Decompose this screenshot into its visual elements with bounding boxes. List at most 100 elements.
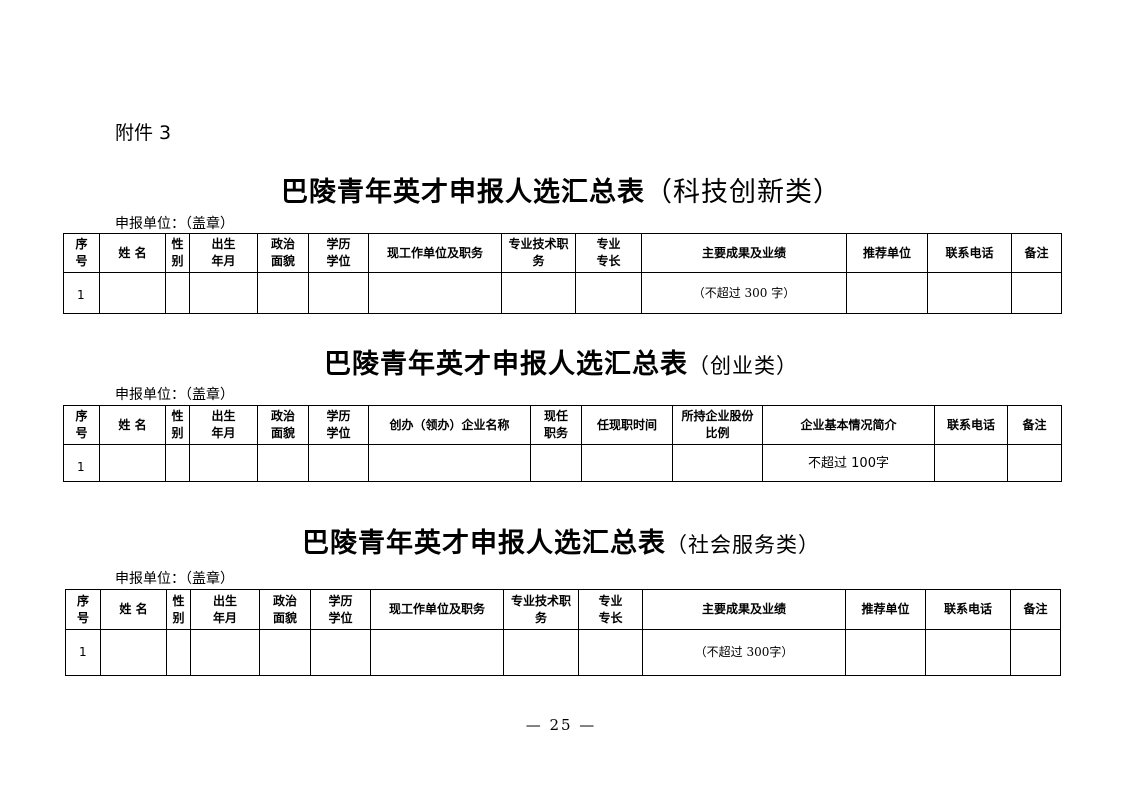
name-cell[interactable] [99,444,166,482]
header-row: 序号 姓 名 性别 出生年月 政治面貌 学历学位 现工作单位及职务 专业技术职务… [63,233,1062,273]
table-row: 1 （不超过 300字） [65,629,1061,676]
header-cell: 政治面貌 [257,233,309,273]
row-index: 1 [63,272,100,314]
name-cell[interactable] [100,629,167,676]
table-title-startup: 巴陵青年英才申报人选汇总表（创业类） [0,342,1122,381]
achievements-cell[interactable]: （不超过 300字） [642,629,846,676]
name-cell[interactable] [99,272,166,314]
gender-cell[interactable] [165,272,190,314]
header-cell: 备注 [1007,405,1062,445]
summary-table-social: 序号 姓 名 性别 出生年月 政治面貌 学历学位 现工作单位及职务 专业技术职务… [65,589,1061,676]
title-main: 巴陵青年英才申报人选汇总表 [324,349,688,380]
header-cell: 任现职时间 [581,405,673,445]
shareholding-cell[interactable] [672,444,763,482]
header-cell: 创办（领办）企业名称 [368,405,531,445]
header-cell: 学历学位 [308,233,369,273]
birth-cell[interactable] [189,444,258,482]
header-cell: 推荐单位 [846,233,928,273]
header-cell: 序号 [63,405,100,445]
specialty-cell[interactable] [578,629,643,676]
title-category: （创业类） [688,354,798,378]
header-cell: 学历学位 [310,589,371,630]
company-cell[interactable] [368,444,531,482]
table-title-social: 巴陵青年英才申报人选汇总表（社会服务类） [0,521,1122,560]
header-cell: 姓 名 [99,233,166,273]
political-cell[interactable] [257,444,309,482]
header-cell: 现工作单位及职务 [368,233,502,273]
header-cell: 专业专长 [575,233,642,273]
workplace-cell[interactable] [368,272,502,314]
header-cell: 姓 名 [100,589,167,630]
position-cell[interactable] [530,444,582,482]
header-cell: 主要成果及业绩 [642,589,846,630]
phone-cell[interactable] [927,272,1012,314]
header-row: 序号 姓 名 性别 出生年月 政治面貌 学历学位 现工作单位及职务 专业技术职务… [65,589,1061,630]
degree-cell[interactable] [308,444,369,482]
remarks-cell[interactable] [1007,444,1062,482]
birth-cell[interactable] [189,272,258,314]
company-summary-cell[interactable]: 不超过 100字 [762,444,935,482]
unit-label: 申报单位：（盖章） [115,387,234,403]
header-cell: 联系电话 [925,589,1011,630]
remarks-cell[interactable] [1010,629,1061,676]
remarks-cell[interactable] [1011,272,1062,314]
tenure-cell[interactable] [581,444,673,482]
header-cell: 推荐单位 [845,589,926,630]
header-cell: 政治面貌 [257,405,309,445]
summary-table-tech: 序号 姓 名 性别 出生年月 政治面貌 学历学位 现工作单位及职务 专业技术职务… [63,233,1062,314]
header-cell: 企业基本情况简介 [762,405,935,445]
header-cell: 序号 [63,233,100,273]
header-cell: 专业技术职务 [501,233,576,273]
header-cell: 所持企业股份比例 [672,405,763,445]
phone-cell[interactable] [934,444,1008,482]
header-cell: 专业技术职务 [503,589,579,630]
recommender-cell[interactable] [845,629,926,676]
table-row: 1 （不超过 300 字） [63,272,1062,314]
header-cell: 政治面貌 [259,589,311,630]
political-cell[interactable] [259,629,311,676]
title-category: （社会服务类） [666,533,820,557]
degree-cell[interactable] [310,629,371,676]
specialty-cell[interactable] [575,272,642,314]
attachment-label: 附件 3 [115,122,172,144]
header-cell: 性别 [165,233,190,273]
header-cell: 备注 [1010,589,1061,630]
title-main: 巴陵青年英才申报人选汇总表 [281,177,645,208]
page-number: — 25 — [525,716,597,734]
header-cell: 学历学位 [308,405,369,445]
summary-table-startup: 序号 姓 名 性别 出生年月 政治面貌 学历学位 创办（领办）企业名称 现任职务… [63,405,1062,482]
row-index: 1 [65,629,101,676]
header-row: 序号 姓 名 性别 出生年月 政治面貌 学历学位 创办（领办）企业名称 现任职务… [63,405,1062,445]
title-cell[interactable] [501,272,576,314]
header-cell: 序号 [65,589,101,630]
political-cell[interactable] [257,272,309,314]
table-title-tech: 巴陵青年英才申报人选汇总表（科技创新类） [0,170,1122,209]
gender-cell[interactable] [165,444,190,482]
table-row: 1 不超过 100字 [63,444,1062,482]
workplace-cell[interactable] [370,629,504,676]
header-cell: 现任职务 [530,405,582,445]
header-cell: 性别 [165,405,190,445]
birth-cell[interactable] [190,629,260,676]
header-cell: 出生年月 [189,233,258,273]
recommender-cell[interactable] [846,272,928,314]
header-cell: 备注 [1011,233,1062,273]
header-cell: 姓 名 [99,405,166,445]
title-category: （科技创新类） [645,177,841,208]
degree-cell[interactable] [308,272,369,314]
header-cell: 联系电话 [927,233,1012,273]
title-cell[interactable] [503,629,579,676]
header-cell: 主要成果及业绩 [641,233,847,273]
header-cell: 专业专长 [578,589,643,630]
phone-cell[interactable] [925,629,1011,676]
unit-label: 申报单位：（盖章） [115,571,234,587]
unit-label: 申报单位：（盖章） [115,216,234,232]
gender-cell[interactable] [166,629,191,676]
header-cell: 现工作单位及职务 [370,589,504,630]
header-cell: 性别 [166,589,191,630]
header-cell: 出生年月 [190,589,260,630]
row-index: 1 [63,444,100,482]
title-main: 巴陵青年英才申报人选汇总表 [302,528,666,559]
header-cell: 出生年月 [189,405,258,445]
achievements-cell[interactable]: （不超过 300 字） [641,272,847,314]
